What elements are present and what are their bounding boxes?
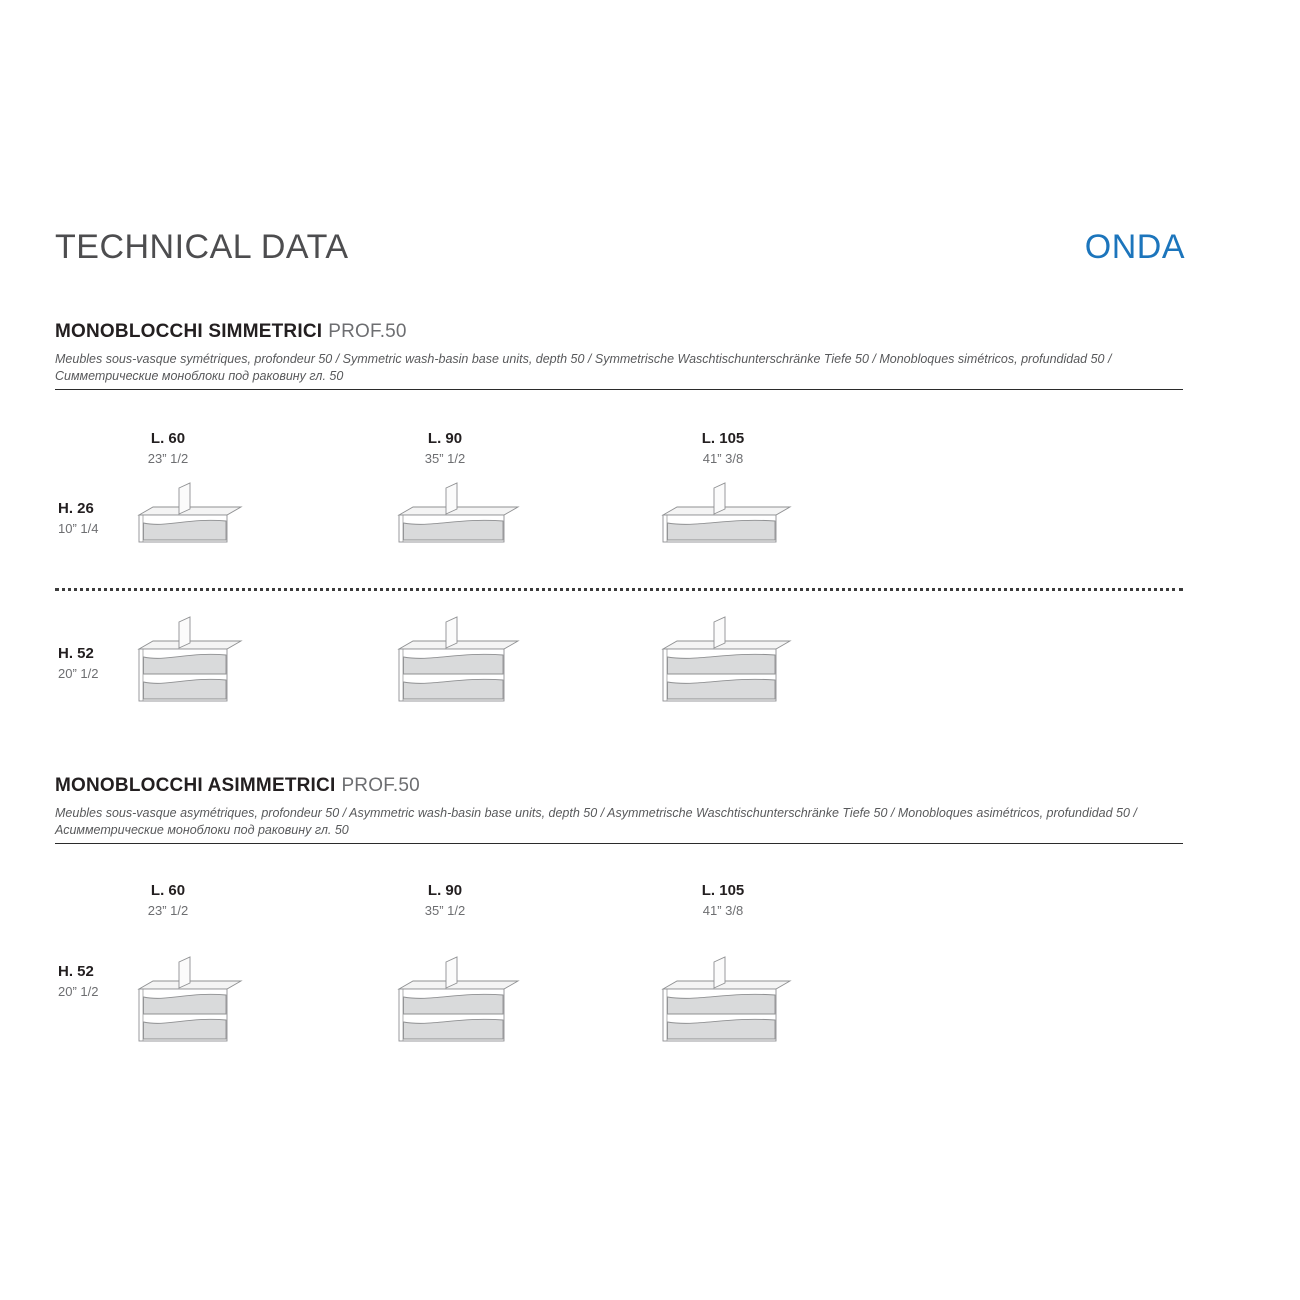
column-sublabel: 35” 1/2 — [424, 451, 466, 466]
column-sublabel: 35” 1/2 — [424, 903, 466, 918]
column-header-l90: L. 90 35” 1/2 — [385, 430, 505, 466]
column-sublabel: 41” 3/8 — [702, 451, 744, 466]
section-1-title-suffix: PROF.50 — [328, 321, 407, 342]
column-header-l90: L. 90 35” 1/2 — [385, 882, 505, 918]
row-label: H. 26 — [58, 500, 94, 517]
column-label: L. 90 — [427, 882, 463, 899]
section-1-rule — [55, 389, 1183, 390]
column-sublabel: 23” 1/2 — [147, 451, 189, 466]
section-1-subtitle: Meubles sous-vasque symétriques, profond… — [55, 352, 1112, 384]
column-header-l105: L. 105 41” 3/8 — [663, 882, 783, 918]
column-label: L. 90 — [427, 430, 463, 447]
row-header-h52: H. 52 20” 1/2 — [58, 645, 138, 681]
column-header-l105: L. 105 41” 3/8 — [663, 430, 783, 466]
row-sublabel: 20” 1/2 — [58, 666, 99, 681]
column-header-l60: L. 60 23” 1/2 — [108, 430, 228, 466]
row-label: H. 52 — [58, 963, 94, 980]
column-sublabel: 23” 1/2 — [147, 903, 189, 918]
dotted-separator — [55, 588, 1183, 591]
column-label: L. 105 — [701, 430, 745, 447]
column-header-l60: L. 60 23” 1/2 — [108, 882, 228, 918]
row-label: H. 52 — [58, 645, 94, 662]
row-sublabel: 20” 1/2 — [58, 984, 99, 999]
section-1-title-main: MONOBLOCCHI SIMMETRICI — [55, 321, 323, 342]
cabinet-drawing — [396, 478, 522, 545]
cabinet-drawing — [660, 612, 794, 704]
brand-logo: ONDA — [1084, 228, 1185, 266]
cabinet-drawing — [136, 612, 245, 704]
column-sublabel: 41” 3/8 — [702, 903, 744, 918]
cabinet-drawing — [136, 952, 245, 1044]
page-title: TECHNICAL DATA — [55, 228, 349, 266]
cabinet-drawing — [660, 952, 794, 1044]
column-label: L. 60 — [150, 882, 186, 899]
cabinet-drawing — [396, 612, 522, 704]
row-header-h26: H. 26 10” 1/4 — [58, 500, 138, 536]
section-2-subtitle: Meubles sous-vasque asymétriques, profon… — [55, 806, 1137, 838]
column-label: L. 105 — [701, 882, 745, 899]
row-sublabel: 10” 1/4 — [58, 521, 99, 536]
column-label: L. 60 — [150, 430, 186, 447]
cabinet-drawing — [396, 952, 522, 1044]
section-2-title-main: MONOBLOCCHI ASIMMETRICI — [55, 775, 336, 796]
cabinet-drawing — [660, 478, 794, 545]
section-2-rule — [55, 843, 1183, 844]
cabinet-drawing — [136, 478, 245, 545]
section-2-title-suffix: PROF.50 — [341, 775, 420, 796]
row-header-h52: H. 52 20” 1/2 — [58, 963, 138, 999]
